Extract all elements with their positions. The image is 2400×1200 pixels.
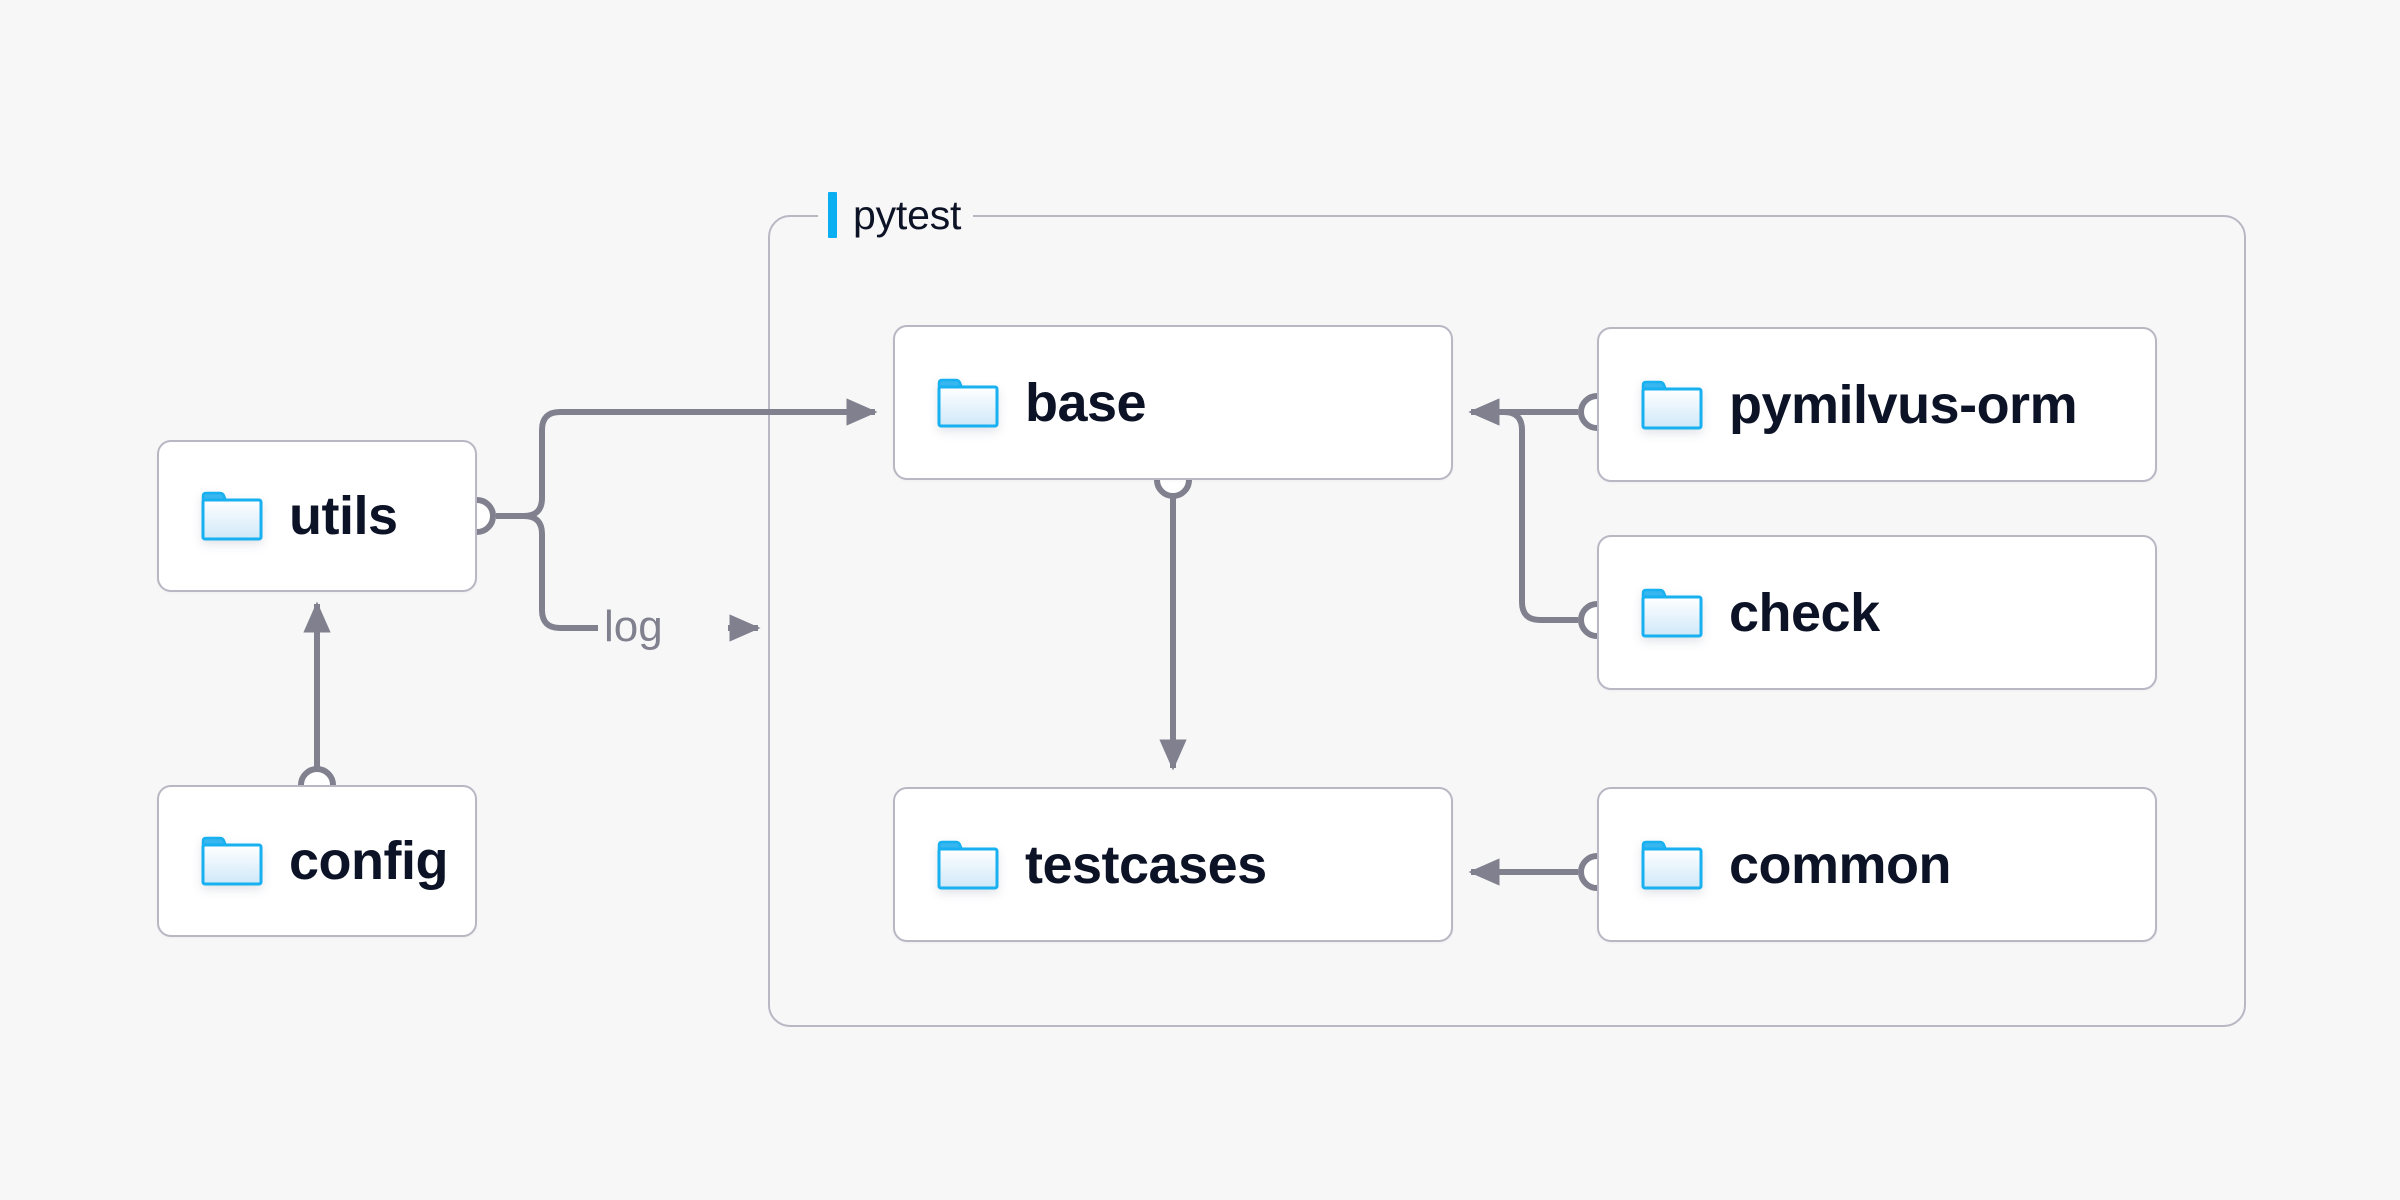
node-config[interactable]: config (157, 785, 477, 937)
node-pymilvus-orm[interactable]: pymilvus-orm (1597, 327, 2157, 482)
node-check[interactable]: check (1597, 535, 2157, 690)
folder-icon (1641, 840, 1703, 890)
edge-label-log: log (604, 602, 663, 651)
group-title-label: pytest (853, 191, 962, 238)
node-label-check: check (1729, 582, 1880, 643)
edge-config-to-utils (298, 601, 336, 804)
node-label-pymilvus-orm: pymilvus-orm (1729, 374, 2078, 435)
folder-icon-glyph (1641, 588, 1703, 637)
node-label-config: config (289, 831, 448, 891)
folder-icon-glyph (1641, 380, 1703, 429)
folder-icon-glyph (937, 840, 999, 889)
node-base[interactable]: base (893, 325, 1453, 480)
folder-icon (1641, 588, 1703, 638)
folder-icon-glyph (1641, 840, 1703, 889)
group-pytest-title: pytest (818, 191, 974, 238)
folder-icon (1641, 380, 1703, 430)
accent-bar-icon (828, 192, 837, 238)
folder-icon-glyph (201, 836, 263, 886)
folder-icon (201, 836, 263, 886)
node-label-utils: utils (289, 486, 398, 546)
folder-icon-glyph (201, 491, 263, 541)
folder-icon (937, 840, 999, 890)
node-label-common: common (1729, 834, 1952, 895)
node-label-base: base (1025, 372, 1147, 433)
node-utils[interactable]: utils (157, 440, 477, 592)
node-label-testcases: testcases (1025, 834, 1267, 895)
node-testcases[interactable]: testcases (893, 787, 1453, 942)
node-common[interactable]: common (1597, 787, 2157, 942)
folder-icon (201, 491, 263, 541)
group-pytest (768, 215, 2246, 1027)
folder-icon (937, 378, 999, 428)
folder-icon-glyph (937, 378, 999, 427)
